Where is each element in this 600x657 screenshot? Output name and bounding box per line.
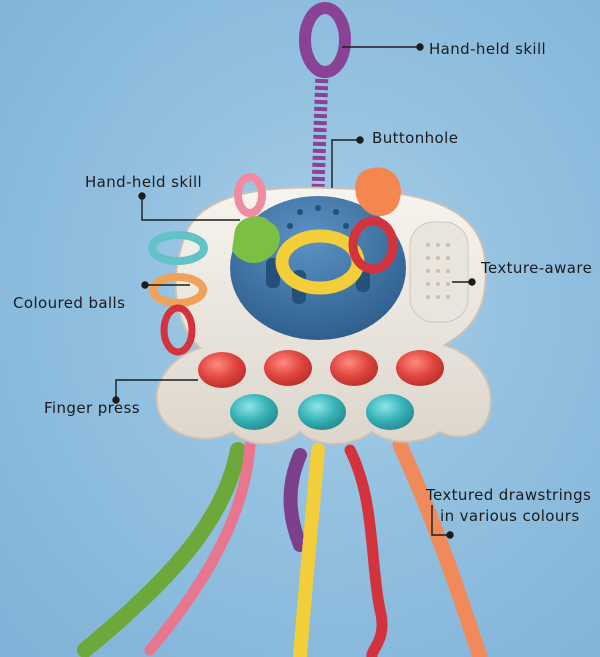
- callout-drawstrings-line2: in various colours: [440, 507, 580, 525]
- pink-drawstring: [144, 439, 256, 656]
- yellow-drawstring: [293, 443, 325, 657]
- drawstrings: [77, 437, 488, 657]
- purple-drawstring: [283, 448, 307, 552]
- finger-press-buttons: [198, 350, 444, 430]
- callout-buttonhole: Buttonhole: [372, 129, 459, 147]
- callout-hand-held-skill-left: Hand-held skill: [85, 173, 203, 191]
- callout-texture-aware: Texture-aware: [481, 259, 593, 277]
- green-drawstring: [77, 442, 246, 657]
- hanging-loop: [299, 2, 351, 191]
- callout-lines: [112, 43, 476, 539]
- callout-coloured-balls: Coloured balls: [13, 294, 126, 312]
- orange-drawstring: [392, 437, 488, 657]
- callout-textured-drawstrings: Textured drawstrings in various colours: [426, 485, 591, 527]
- red-drawstring: [344, 444, 388, 657]
- callout-hand-held-skill-top: Hand-held skill: [429, 40, 547, 58]
- callout-finger-press: Finger press: [44, 399, 140, 417]
- callout-drawstrings-line1: Textured drawstrings: [426, 486, 592, 504]
- teething-rings: [148, 167, 401, 356]
